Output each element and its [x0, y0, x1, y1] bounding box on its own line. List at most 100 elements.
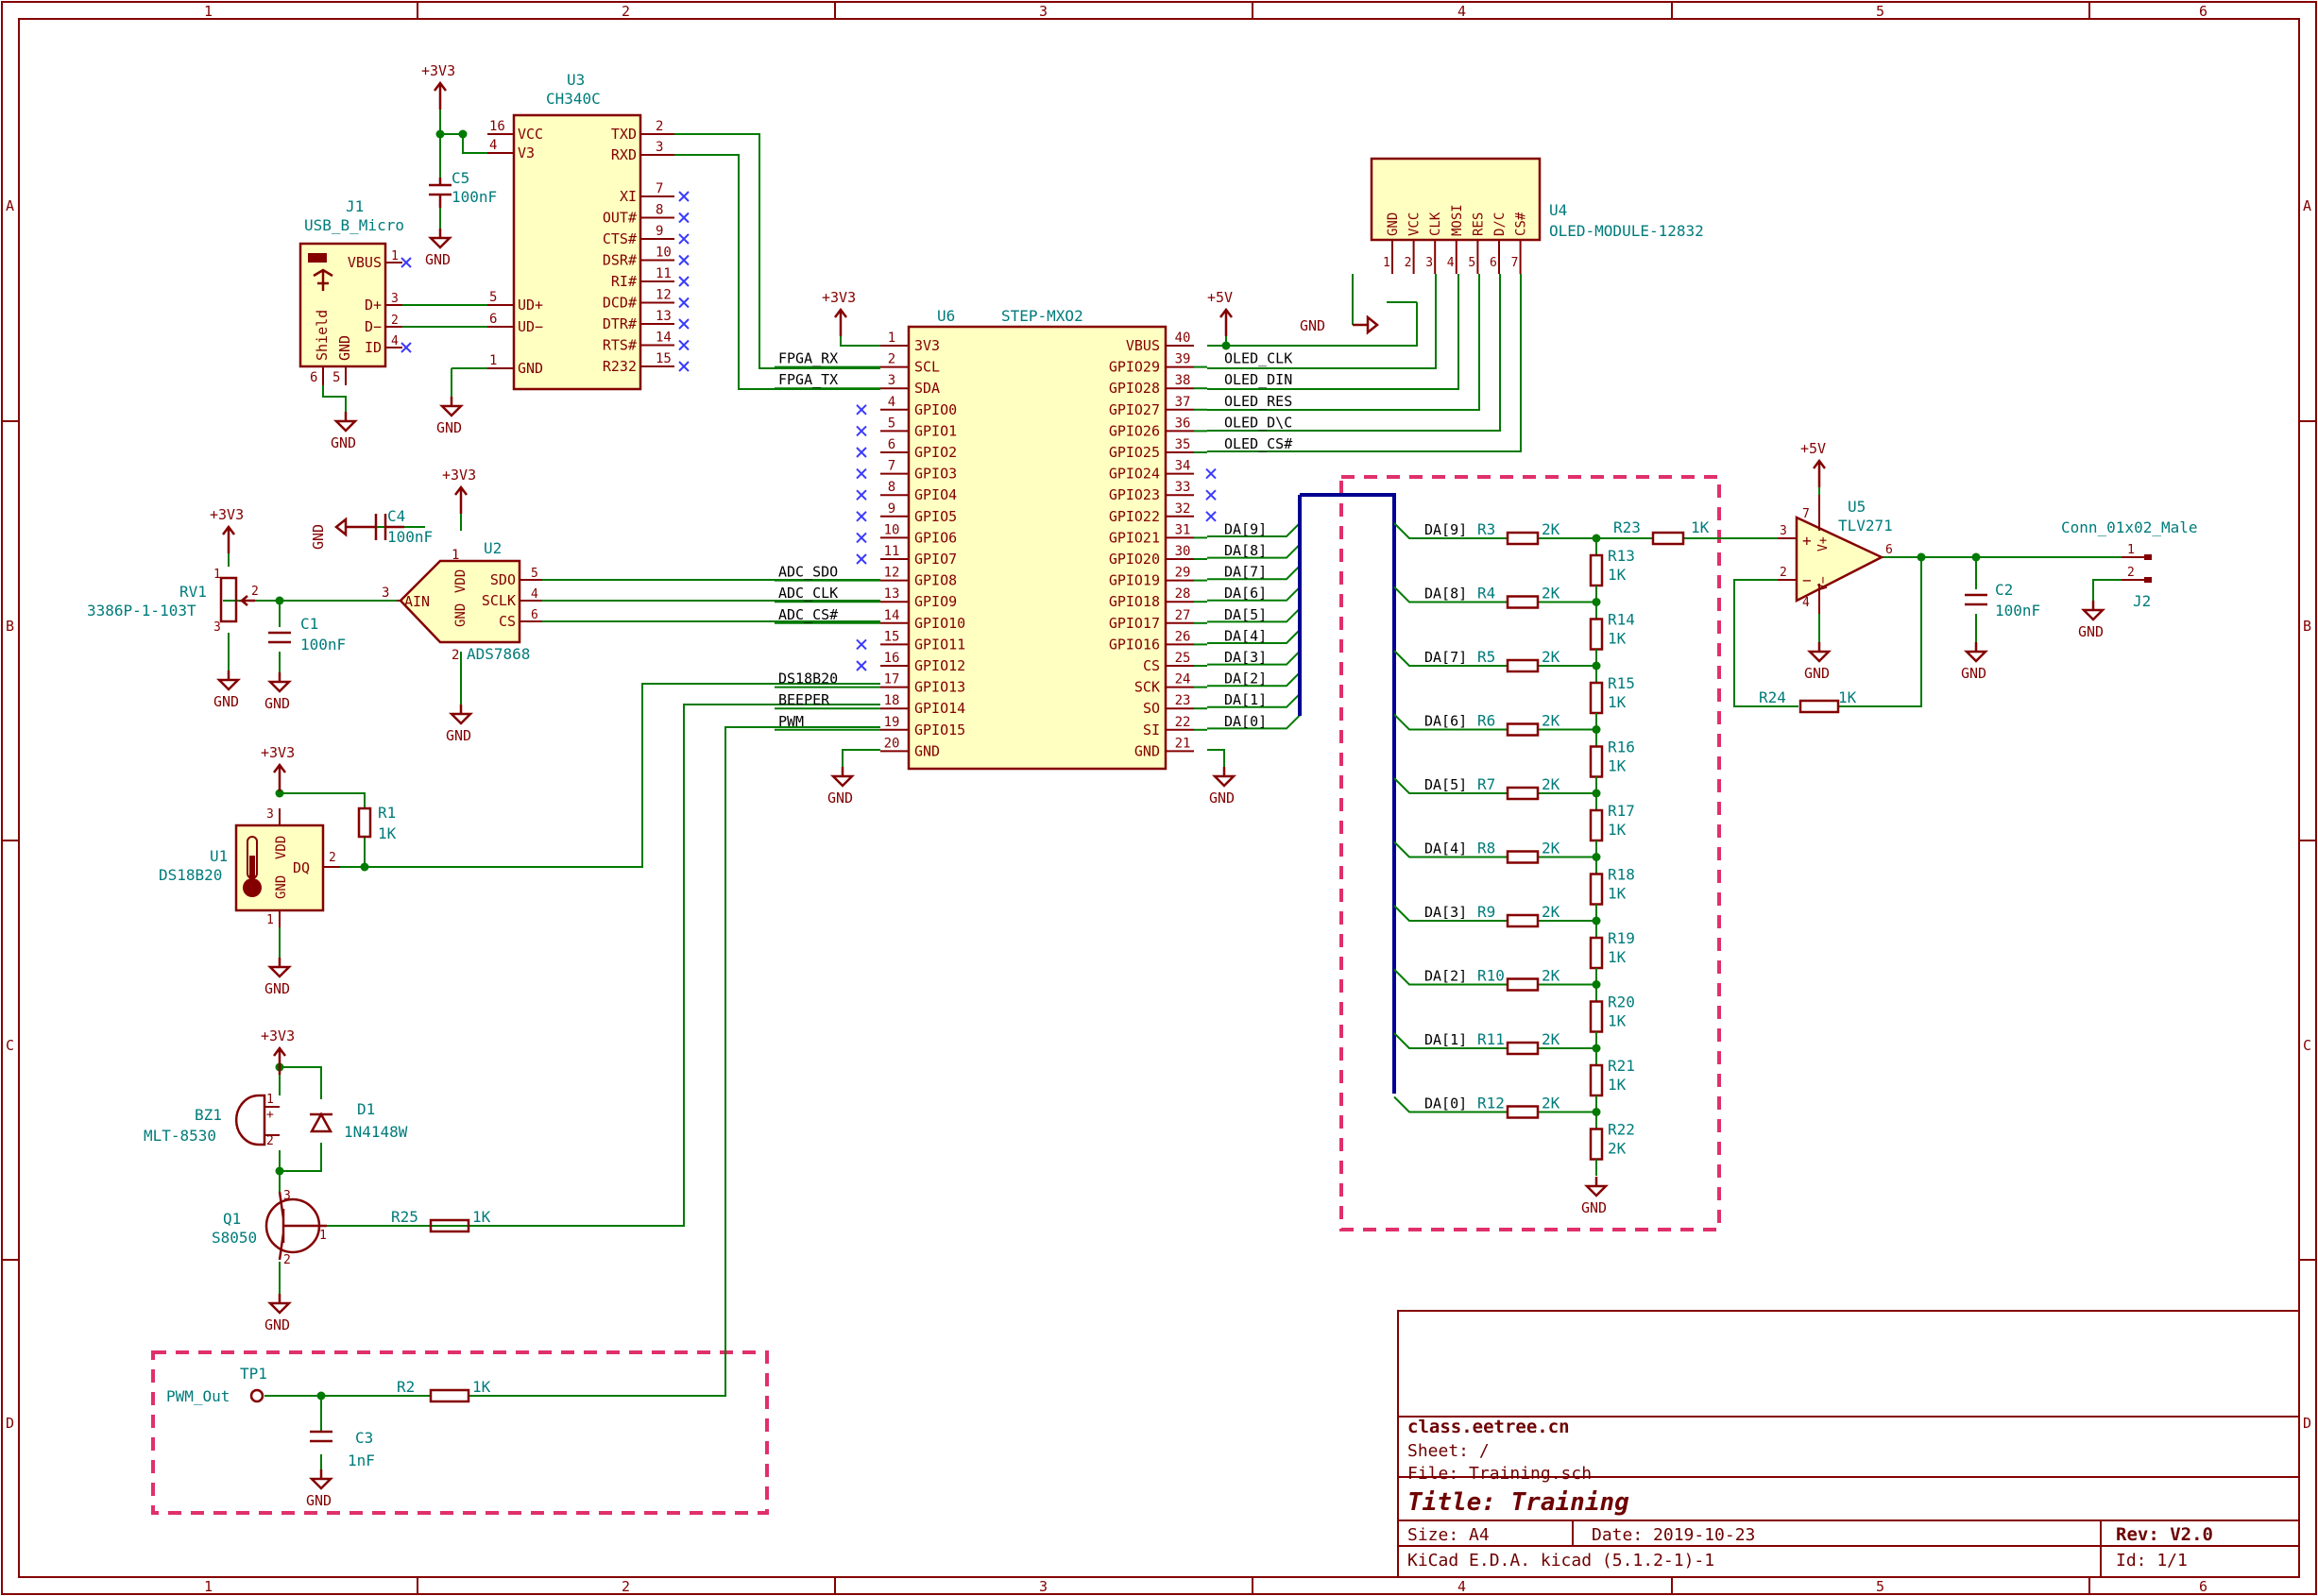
u6-pin-name: GPIO3	[914, 466, 957, 483]
u1-dq-label: DQ	[293, 859, 310, 876]
j1-shield-label: Shield	[314, 310, 331, 361]
usb-icon	[308, 253, 333, 291]
c1-capacitor[interactable]: C1 100nF	[268, 615, 346, 654]
r1-resistor[interactable]: R1 1K	[357, 804, 397, 842]
sheet-date: Date: 2019-10-23	[1592, 1525, 1755, 1545]
ladder-series-resistor[interactable]	[1506, 850, 1540, 864]
u6-pin-name: GPIO15	[914, 722, 965, 739]
u5-tlv271-opamp[interactable]: U5 TLV271 3 2 6 7 4 + − V+ V−	[1778, 495, 1893, 614]
ladder-series-resistor[interactable]	[1506, 786, 1540, 801]
r25-ref: R25	[391, 1208, 418, 1226]
bz1-ref: BZ1	[195, 1106, 222, 1124]
ladder-rung-resistor[interactable]	[1589, 618, 1604, 651]
ladder-series-ref: R11	[1477, 1030, 1505, 1048]
u6-net-label: ADC_CLK	[778, 585, 838, 602]
u3-pin-name: GND	[518, 360, 543, 377]
bz1-buzzer[interactable]: BZ1 MLT-8530 1 + 2	[144, 1093, 280, 1148]
ladder-series-resistor[interactable]	[1506, 977, 1540, 992]
ladder-series-resistor[interactable]	[1506, 1105, 1540, 1119]
u6-pin-num: 29	[1175, 566, 1191, 581]
r23-resistor[interactable]: R23 1K	[1613, 518, 1710, 546]
u6-net-label: DA[2]	[1224, 671, 1267, 688]
u2-pin-num: 4	[531, 587, 538, 602]
ladder-rung-ref: R18	[1608, 866, 1635, 884]
u2-ads7868[interactable]: U2 ADS7868 AIN 3 GND VDD 1 2 5SDO4SCLK6C…	[382, 539, 542, 663]
frame-row-label-left: A	[6, 197, 14, 214]
ladder-rung-value: 1K	[1608, 757, 1627, 775]
c3-capacitor[interactable]: C3 1nF	[310, 1429, 375, 1469]
j2-ref: J2	[2133, 592, 2151, 610]
u6-pin-name: SI	[1143, 722, 1160, 739]
u5-pin7: 7	[1802, 507, 1810, 521]
ladder-rung-resistor[interactable]	[1589, 681, 1604, 715]
u6-pin-num: 25	[1175, 651, 1191, 666]
u3-pin-name: DCD#	[603, 295, 637, 312]
gnd-label: GND	[264, 1316, 290, 1333]
u4-value: OLED-MODULE-12832	[1549, 222, 1704, 240]
q1-npn-transistor[interactable]: Q1 S8050 3 1 2	[212, 1189, 327, 1267]
u6-pin-num: 7	[888, 459, 895, 474]
ladder-rung-resistor[interactable]	[1589, 1128, 1604, 1161]
gnd-label: GND	[436, 419, 462, 436]
u3-pin-num: 10	[656, 246, 672, 261]
u1-ds18b20[interactable]: U1 DS18B20 DQ VDD GND 3 1 2	[159, 807, 340, 927]
rv1-pin2: 2	[251, 585, 259, 599]
d1-diode[interactable]: D1 1N4148W	[309, 1100, 408, 1141]
r25-resistor[interactable]: R25 1K	[391, 1208, 491, 1233]
ladder-rung-resistor[interactable]	[1589, 1000, 1604, 1033]
sheet-id: Id: 1/1	[2116, 1551, 2188, 1571]
c5-capacitor[interactable]: C5 100nF	[429, 169, 497, 208]
u3-pin-num: 6	[489, 312, 497, 327]
u6-pin-num: 22	[1175, 715, 1191, 730]
u6-pin-name: GPIO9	[914, 593, 957, 610]
ladder-rung-resistor[interactable]	[1589, 936, 1604, 970]
ladder-series-resistor[interactable]	[1506, 595, 1540, 609]
r24-resistor[interactable]: R24 1K	[1759, 688, 1857, 714]
ladder-series-value: 2K	[1542, 520, 1560, 538]
ladder-rung-resistor[interactable]	[1589, 745, 1604, 778]
j1-usb-micro[interactable]: J1 USB_B_Micro Shield GND 6 5 1VBUS3D+2D…	[298, 197, 404, 385]
ladder-series-resistor[interactable]	[1506, 531, 1540, 546]
paper-size: Size: A4	[1407, 1525, 1490, 1545]
ladder-series-ref: R12	[1477, 1095, 1505, 1112]
ladder-rung-resistor[interactable]	[1589, 1063, 1604, 1097]
bz1-pin1: 1	[266, 1093, 274, 1107]
ladder-input-net: DA[1]	[1424, 1031, 1467, 1048]
u6-pin-num: 24	[1175, 672, 1191, 688]
ladder-series-resistor[interactable]	[1506, 913, 1540, 928]
u2-ref: U2	[484, 539, 502, 557]
ladder-rung-resistor[interactable]	[1589, 873, 1604, 906]
rv1-potentiometer[interactable]: RV1 3386P-1-103T 1 2 3	[87, 568, 259, 635]
dac-ladder-group-box	[1339, 475, 1721, 1231]
u4-oled-module[interactable]: U4 OLED-MODULE-12832 1GND2VCC3CLK4MOSI5R…	[1370, 157, 1704, 274]
tp1-test-point[interactable]: TP1 PWM_Out	[166, 1365, 267, 1405]
ladder-rung-resistor[interactable]	[1589, 808, 1604, 842]
bz1-value: MLT-8530	[144, 1127, 216, 1145]
ladder-series-resistor[interactable]	[1506, 658, 1540, 673]
u6-pin-name: GPIO23	[1109, 486, 1160, 503]
u5-pin4: 4	[1802, 596, 1810, 610]
u2-vdd-label: VDD	[453, 569, 469, 593]
ladder-rung-ref: R17	[1608, 802, 1635, 820]
power-symbols: +3V3+3V3+5V+3V3+3V3+3V3+3V3+5VGNDGNDGNDG…	[210, 62, 2106, 1509]
c2-capacitor[interactable]: C2 100nF	[1965, 581, 2040, 620]
r2-resistor[interactable]: R2 1K	[397, 1378, 491, 1403]
u6-pin-name: GPIO2	[914, 444, 957, 461]
gnd-label: GND	[1209, 790, 1235, 806]
u6-pin-num: 35	[1175, 437, 1191, 452]
ladder-rung-resistor[interactable]	[1589, 553, 1604, 587]
frame-col-label-top: 1	[204, 3, 213, 20]
c4-capacitor[interactable]: C4 100nF	[361, 507, 433, 546]
ladder-input-net: DA[2]	[1424, 968, 1467, 985]
frame-col-label-top: 3	[1039, 3, 1048, 20]
ladder-rung-ref: R20	[1608, 993, 1635, 1011]
j2-connector[interactable]: Conn_01x02_Male 1 2 J2	[2061, 518, 2198, 610]
u6-pin-num: 31	[1175, 522, 1191, 537]
ladder-series-resistor[interactable]	[1506, 722, 1540, 737]
frame-row-label-left: D	[6, 1415, 14, 1432]
gnd-label: GND	[1961, 665, 1986, 682]
ladder-series-resistor[interactable]	[1506, 1041, 1540, 1056]
